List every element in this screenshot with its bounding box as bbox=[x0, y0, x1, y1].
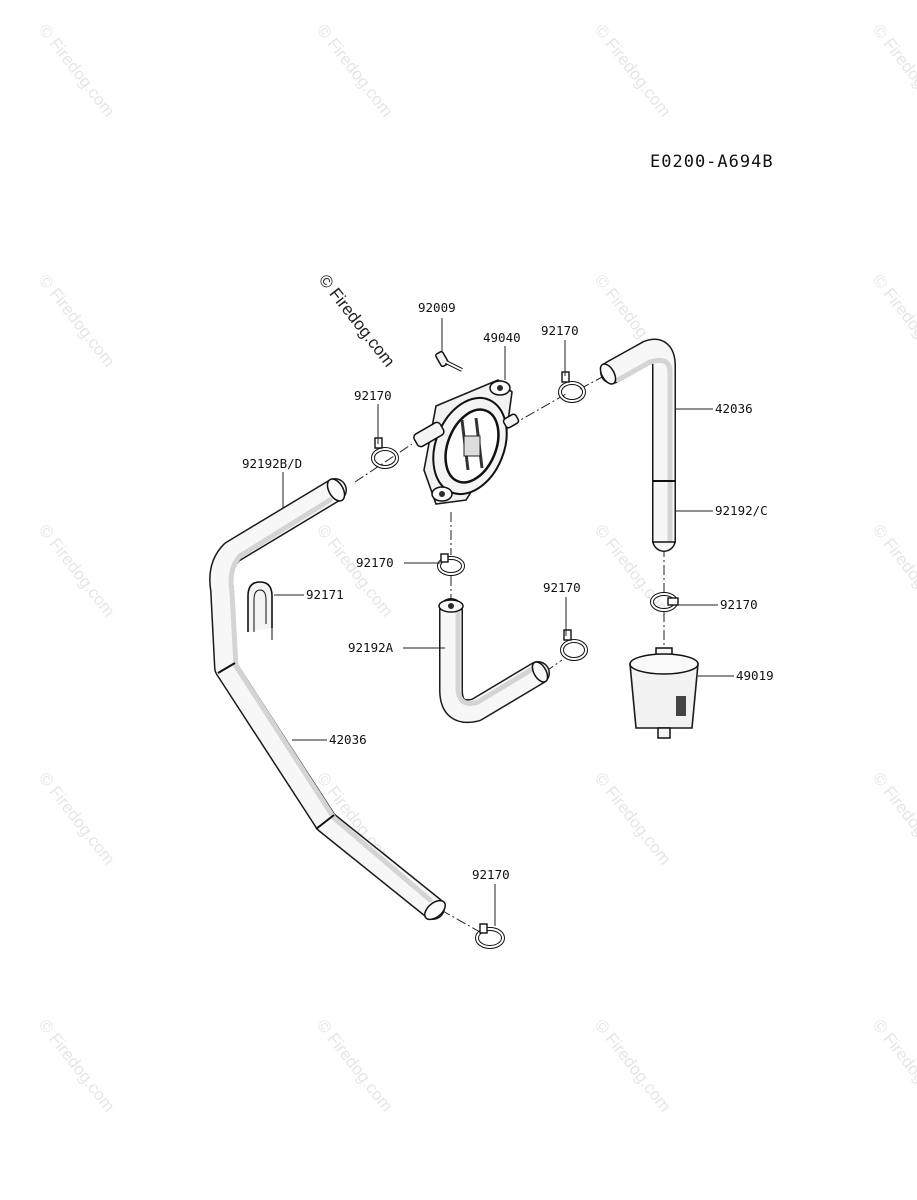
watermark: © Firedog.com bbox=[591, 769, 675, 869]
watermark-primary: © Firedog.com bbox=[315, 271, 399, 371]
watermark: © Firedog.com bbox=[35, 521, 119, 621]
label-clamp-short-hose: 92170 bbox=[543, 580, 581, 595]
label-hose-marker-c: 92192/C bbox=[715, 503, 768, 518]
clamp-short-hose bbox=[560, 629, 588, 661]
watermark-grid: © Firedog.com © Firedog.com © Firedog.co… bbox=[35, 21, 917, 1116]
watermark: © Firedog.com bbox=[869, 521, 917, 621]
fuel-pump bbox=[413, 379, 520, 505]
leader-lines bbox=[274, 318, 734, 926]
watermark: © Firedog.com bbox=[313, 521, 397, 621]
watermark: © Firedog.com bbox=[35, 769, 119, 869]
clamp-pump-inlet bbox=[371, 437, 399, 469]
clamp-pump-outlet bbox=[558, 371, 586, 403]
watermark: © Firedog.com bbox=[313, 21, 397, 121]
hose-short-a bbox=[438, 598, 550, 723]
label-clamp-pump-bottom: 92170 bbox=[356, 555, 394, 570]
watermark: © Firedog.com bbox=[313, 1016, 397, 1116]
clamp-pump-bottom bbox=[437, 553, 465, 576]
part-labels: 92009 49040 92170 42036 92192/C 92170 49… bbox=[242, 300, 774, 882]
label-fuel-filter: 49019 bbox=[736, 668, 774, 683]
hose-long-left bbox=[209, 478, 446, 921]
watermark: © Firedog.com bbox=[35, 1016, 119, 1116]
label-hose-upper-right: 42036 bbox=[715, 401, 753, 416]
hose-upper-right bbox=[599, 338, 676, 552]
hose-clip bbox=[247, 581, 273, 640]
watermark: © Firedog.com bbox=[869, 1016, 917, 1116]
label-clip: 92171 bbox=[306, 587, 344, 602]
label-clamp-filter-top: 92170 bbox=[720, 597, 758, 612]
label-hose-short-a: 92192A bbox=[348, 640, 394, 655]
watermark: © Firedog.com bbox=[35, 21, 119, 121]
diagram-code: E0200-A694B bbox=[650, 152, 774, 172]
watermark: © Firedog.com bbox=[869, 21, 917, 121]
watermark: © Firedog.com bbox=[35, 271, 119, 371]
label-clamp-bottom: 92170 bbox=[472, 867, 510, 882]
watermark: © Firedog.com bbox=[591, 21, 675, 121]
label-clamp-pump-inlet: 92170 bbox=[354, 388, 392, 403]
watermark: © Firedog.com bbox=[591, 1016, 675, 1116]
watermark: © Firedog.com bbox=[869, 271, 917, 371]
label-fuel-pump: 49040 bbox=[483, 330, 521, 345]
assembly-lines bbox=[354, 375, 665, 933]
label-hose-marker-bd: 92192B/D bbox=[242, 456, 302, 471]
label-hose-long-left: 42036 bbox=[329, 732, 367, 747]
label-screw: 92009 bbox=[418, 300, 456, 315]
clamp-bottom bbox=[475, 923, 505, 949]
watermark: © Firedog.com bbox=[869, 769, 917, 869]
fuel-filter bbox=[629, 647, 699, 739]
screw bbox=[435, 350, 463, 372]
clamp-filter-top bbox=[650, 592, 679, 612]
label-clamp-pump-outlet: 92170 bbox=[541, 323, 579, 338]
